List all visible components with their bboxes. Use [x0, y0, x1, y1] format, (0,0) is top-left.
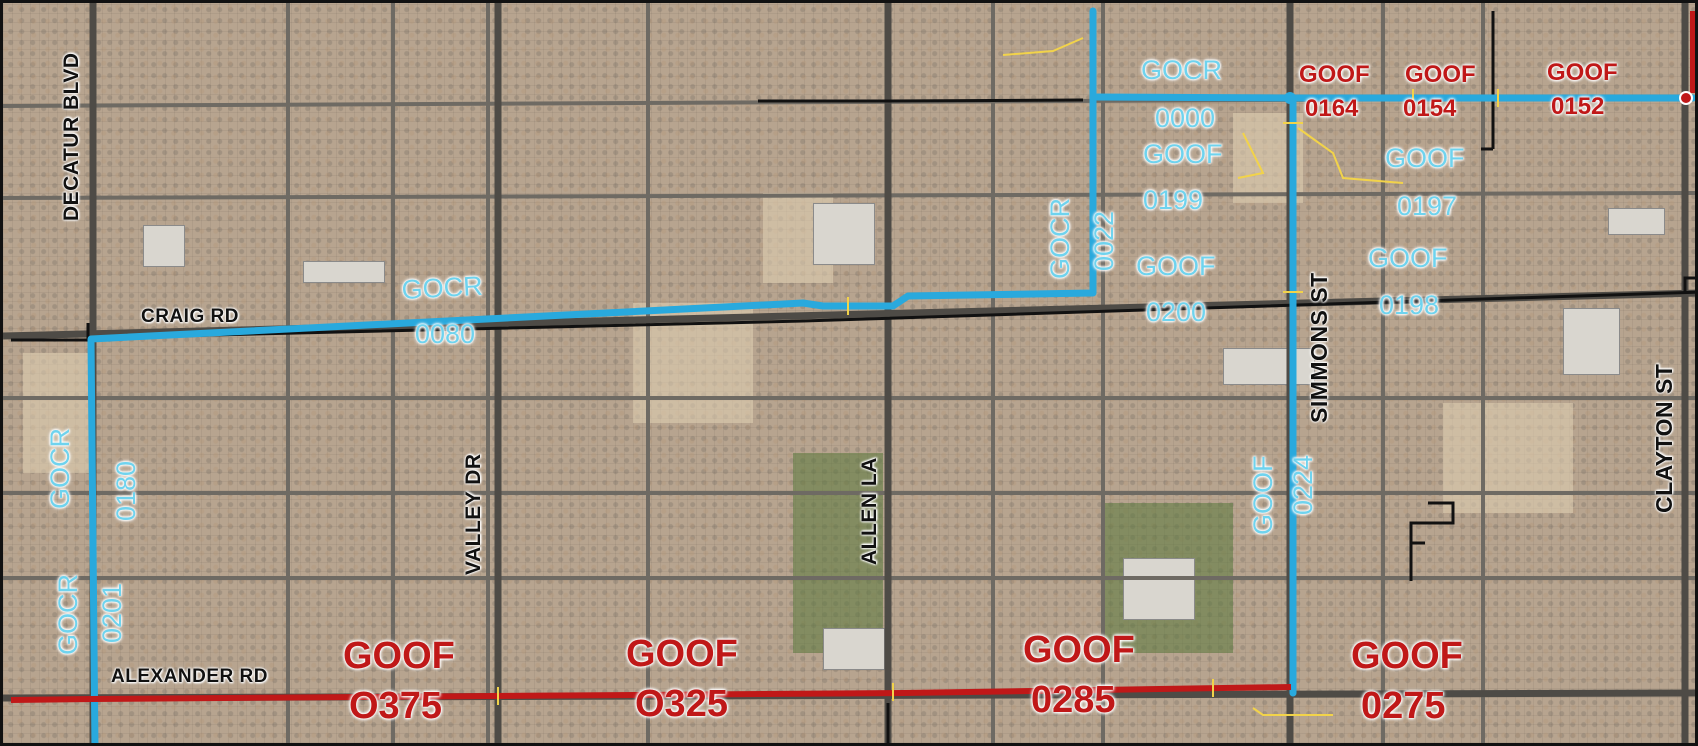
- building: [1123, 558, 1195, 620]
- street-grid: [3, 3, 1695, 743]
- segment-label-goof-0154[interactable]: GOOF: [1405, 61, 1476, 88]
- segment-label-goof-0199-id[interactable]: 0199: [1143, 185, 1204, 215]
- segment-label-gocr-0022[interactable]: GOCR: [1045, 198, 1075, 279]
- segment-label-gocr-0180[interactable]: GOCR: [45, 428, 75, 509]
- building: [1608, 208, 1665, 235]
- segment-label-gocr-0000[interactable]: GOCR: [1141, 55, 1222, 85]
- segment-label-goof-o375[interactable]: GOOF: [343, 635, 455, 677]
- building: [823, 628, 885, 670]
- junction-marker[interactable]: [1679, 91, 1693, 105]
- segment-label-gocr-0080[interactable]: GOCR: [400, 270, 484, 305]
- route-overlay: [3, 3, 1695, 743]
- street-label-allen: ALLEN LA: [858, 457, 881, 565]
- segment-ticks: [497, 37, 1499, 716]
- street-label-alexander: ALEXANDER RD: [111, 666, 268, 687]
- vacant-lot: [23, 353, 93, 473]
- segment-label-goof-0197-id[interactable]: 0197: [1397, 191, 1458, 221]
- street-label-craig: CRAIG RD: [141, 306, 239, 327]
- street-label-valley: VALLEY DR: [462, 453, 485, 575]
- street-label-clayton: CLAYTON ST: [1651, 363, 1677, 513]
- building: [143, 225, 185, 267]
- segment-label-goof-0224[interactable]: GOOF: [1248, 455, 1278, 536]
- segment-label-goof-0154-id[interactable]: 0154: [1403, 95, 1457, 122]
- segment-label-gocr-0201[interactable]: GOCR: [53, 574, 83, 655]
- segment-label-goof-o375-id[interactable]: O375: [349, 685, 442, 727]
- segment-label-goof-0224-id[interactable]: 0224: [1288, 454, 1318, 515]
- segment-label-goof-0197[interactable]: GOOF: [1385, 143, 1465, 173]
- segment-label-goof-0164[interactable]: GOOF: [1299, 61, 1370, 88]
- segment-label-goof-0285[interactable]: GOOF: [1023, 629, 1135, 671]
- segment-label-goof-0152-id[interactable]: 0152: [1551, 93, 1605, 120]
- street-label-decatur: DECATUR BLVD: [60, 52, 83, 221]
- segment-label-gocr-0022-id[interactable]: 0022: [1089, 210, 1119, 271]
- segment-label-gocr-0180-id[interactable]: 0180: [111, 460, 141, 521]
- park: [793, 453, 883, 653]
- segment-label-gocr-0000-id[interactable]: 0000: [1155, 103, 1216, 133]
- segment-label-goof-0198[interactable]: GOOF: [1368, 243, 1448, 273]
- segment-label-goof-0285-id[interactable]: 0285: [1031, 679, 1116, 721]
- building: [1563, 308, 1620, 375]
- segment-label-goof-0275[interactable]: GOOF: [1351, 635, 1463, 677]
- building: [1223, 348, 1315, 385]
- segment-label-goof-0275-id[interactable]: 0275: [1361, 685, 1446, 727]
- building: [303, 261, 385, 283]
- segment-label-gocr-0201-id[interactable]: 0201: [97, 582, 127, 643]
- segment-label-goof-0152[interactable]: GOOF: [1547, 59, 1618, 86]
- segment-label-goof-0164-id[interactable]: 0164: [1305, 95, 1359, 122]
- segment-label-goof-0200[interactable]: GOOF: [1136, 251, 1216, 281]
- street-label-simmons: SIMMONS ST: [1306, 272, 1332, 423]
- segment-label-goof-0199[interactable]: GOOF: [1143, 139, 1223, 169]
- segment-label-gocr-0080-id[interactable]: 0080: [415, 319, 476, 349]
- segment-label-goof-0200-id[interactable]: 0200: [1146, 297, 1207, 327]
- segment-label-goof-o325-id[interactable]: O325: [635, 683, 728, 725]
- boundary-lines: [11, 11, 1695, 743]
- building: [813, 203, 875, 265]
- junction-marker[interactable]: [1284, 92, 1296, 104]
- segment-label-goof-0198-id[interactable]: 0198: [1379, 290, 1440, 320]
- segment-label-goof-o325[interactable]: GOOF: [626, 633, 738, 675]
